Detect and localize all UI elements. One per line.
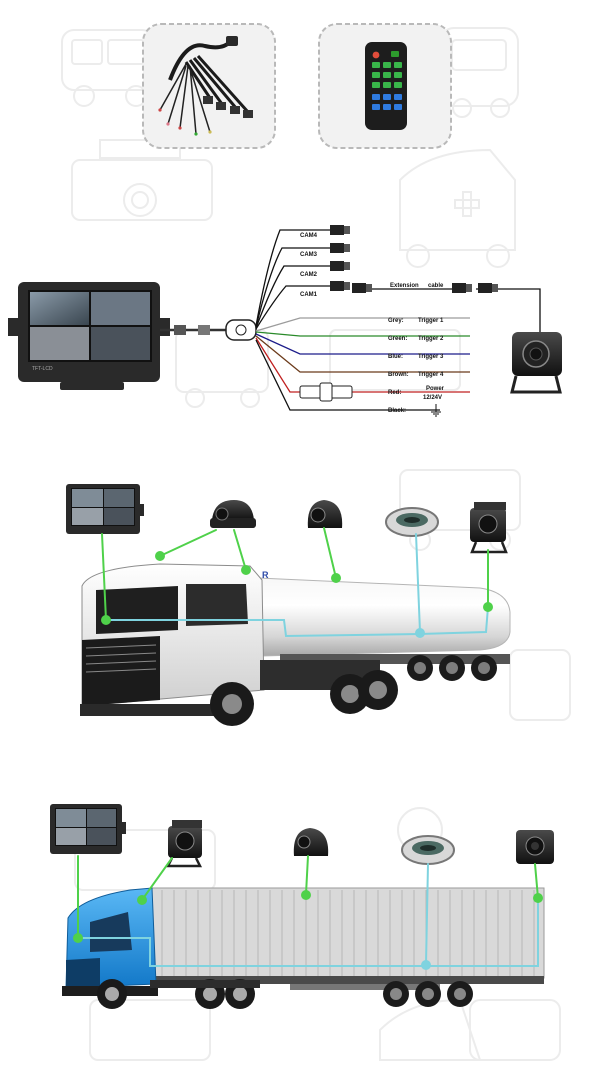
container-ring-camera: [401, 835, 455, 865]
tanker-cab: [80, 563, 398, 726]
blue-cab: [62, 887, 260, 1009]
remote-panel: [318, 23, 452, 149]
brown-label: Brown:: [388, 372, 409, 378]
ring-camera: [385, 507, 439, 537]
remote-control-icon: [365, 42, 407, 130]
dome-camera: [210, 500, 256, 528]
cam3-label: CAM3: [300, 252, 318, 258]
ground-icon: [431, 404, 441, 417]
grey-label: Grey:: [388, 318, 404, 324]
green-label: Green:: [388, 336, 407, 342]
power-fuse-holder: [299, 382, 353, 402]
container-mount-points: [73, 890, 543, 970]
container-dome-camera: [293, 828, 329, 856]
voltage-label: 12/24V: [423, 395, 442, 401]
trigger2-label: Trigger 2: [418, 336, 444, 342]
monitor-brand: TFT-LCD: [32, 366, 53, 372]
blue-label: Blue:: [388, 354, 403, 360]
red-label: Red:: [388, 390, 401, 396]
cam1-label: CAM1: [300, 292, 318, 298]
wiring-diagram: TFT-LCD: [8, 225, 562, 417]
harness-panel: [142, 23, 276, 149]
container-scene: [50, 804, 554, 1009]
trigger3-label: Trigger 3: [418, 354, 444, 360]
side-camera: [307, 500, 343, 528]
trigger4-label: Trigger 4: [418, 372, 444, 378]
box-camera: [470, 502, 508, 554]
container-rear-camera: [516, 830, 554, 864]
cable-label: cable: [428, 283, 444, 289]
power-label: Power: [426, 386, 445, 392]
quad-monitor: TFT-LCD: [8, 282, 170, 390]
cam2-label: CAM2: [300, 272, 318, 278]
cam-connectors: [330, 225, 350, 291]
container-monitor: [50, 804, 126, 854]
trailer-mark: R: [262, 570, 269, 580]
tanker-cable-routing: [101, 527, 489, 638]
shipping-container: [149, 887, 545, 1007]
trigger1-label: Trigger 1: [418, 318, 444, 324]
container-box-camera: [165, 820, 203, 868]
tanker-trailer: R: [257, 570, 511, 681]
tanker-scene: R: [66, 484, 511, 726]
extension-label: Extension: [390, 283, 419, 289]
extension-cable: [352, 283, 541, 332]
container-cable-routing: [77, 855, 539, 967]
tanker-monitor: [66, 484, 144, 534]
cam4-label: CAM4: [300, 233, 318, 239]
black-label: Black:: [388, 408, 406, 414]
rear-camera-wiring: [510, 332, 562, 394]
fan-out-wires: [255, 229, 470, 411]
tanker-mount-points: [101, 551, 493, 638]
hub-connector: [225, 319, 257, 341]
wiring-harness-icon: [158, 36, 253, 136]
